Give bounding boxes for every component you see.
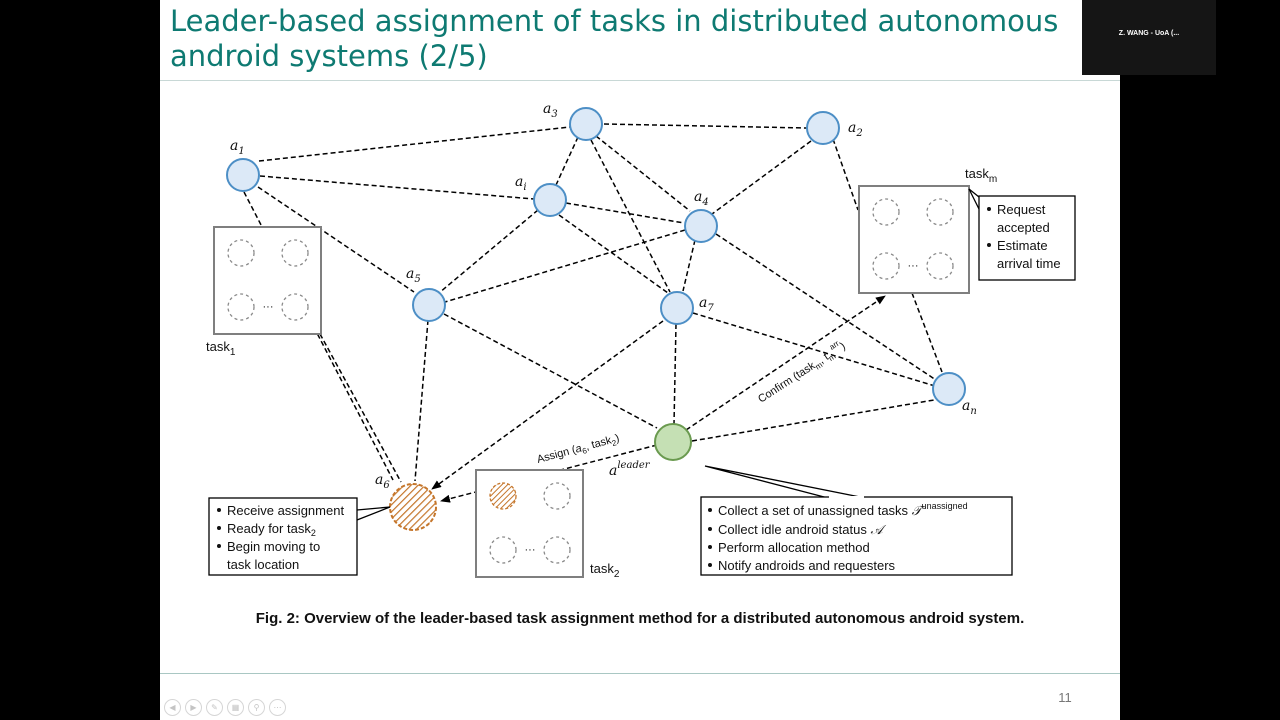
edge-leader-an: [691, 399, 935, 442]
label-a7: a7: [699, 295, 714, 314]
edge-a5-a6: [414, 319, 429, 482]
edge-a1-a6: [243, 191, 394, 481]
label-an: an: [962, 398, 977, 417]
callout-taskm: Request accepted Estimate arrival time: [968, 188, 1076, 281]
node-a6: [389, 483, 437, 531]
label-a5: a5: [406, 266, 421, 285]
edge-taskm-an: [911, 292, 943, 373]
svg-text:task location: task location: [227, 557, 299, 572]
arrow-leader-taskm: [685, 295, 886, 431]
slot-ellipsis: ···: [263, 301, 274, 313]
title-divider: [160, 80, 1120, 81]
slide: Leader-based assignment of tasks in dist…: [160, 0, 1120, 720]
edge-a3-a4: [595, 135, 691, 212]
node-a5: [412, 288, 446, 322]
more-icon[interactable]: ⋯: [269, 699, 286, 716]
label-leader: aleader: [609, 460, 651, 479]
svg-text:Notify androids and requesters: Notify androids and requesters: [718, 558, 896, 573]
label-a3: a3: [543, 101, 558, 120]
edge-a1-a3: [258, 126, 571, 162]
svg-text:Receive assignment: Receive assignment: [227, 503, 344, 518]
prev-icon[interactable]: ◀: [164, 699, 181, 716]
zoom-icon[interactable]: ⚲: [248, 699, 265, 716]
label-ai: ai: [515, 174, 527, 193]
edge-ai-a7: [558, 214, 669, 294]
edge-a4-an: [715, 233, 937, 381]
svg-text:Begin moving to: Begin moving to: [227, 539, 320, 554]
slides-icon[interactable]: ▦: [227, 699, 244, 716]
edge-a2-taskm: [832, 138, 859, 211]
callout-a6: Receive assignment Ready for task2 Begin…: [208, 497, 391, 576]
edge-ai-a5: [438, 209, 539, 294]
node-a1: [226, 158, 260, 192]
node-an: [932, 372, 966, 406]
svg-text:arrival time: arrival time: [997, 256, 1061, 271]
svg-text:Collect idle android status 𝒜: Collect idle android status 𝒜: [718, 522, 886, 538]
confirm-label: Confirm (taskm, tmarr): [754, 337, 849, 407]
slot-ellipsis: ···: [908, 260, 919, 272]
slideshow-toolbar: ◀ ▶ ✎ ▦ ⚲ ⋯: [164, 699, 286, 716]
slide-number: 11: [1058, 690, 1072, 705]
node-ai: [533, 183, 567, 217]
task-box-task2: ···: [475, 469, 584, 578]
presenter-video-tile[interactable]: Z. WANG - UoA (...: [1082, 0, 1216, 75]
node-a7: [660, 291, 694, 325]
task-box-taskm: ···: [858, 185, 970, 294]
label-taskm: taskm: [965, 166, 997, 185]
edge-a1-ai: [259, 175, 535, 200]
edge-ai-a4: [565, 202, 685, 224]
label-task2: task2: [590, 561, 620, 580]
assigned-slot: [489, 482, 517, 510]
figure-caption: Fig. 2: Overview of the leader-based tas…: [255, 610, 1025, 627]
next-icon[interactable]: ▶: [185, 699, 202, 716]
edge-a4-a7: [682, 239, 696, 292]
label-a4: a4: [694, 189, 709, 208]
svg-text:Perform allocation method: Perform allocation method: [718, 540, 870, 555]
callout-leader: Collect a set of unassigned tasks 𝒯unass…: [700, 465, 1013, 576]
svg-text:Ready for task2: Ready for task2: [227, 521, 316, 538]
slide-title: Leader-based assignment of tasks in dist…: [170, 4, 1059, 73]
network-edges: [243, 123, 943, 503]
node-a4: [684, 209, 718, 243]
edge-task1-a6: [319, 333, 402, 483]
edge-a3-a2: [603, 123, 808, 129]
svg-text:accepted: accepted: [997, 220, 1050, 235]
edge-a4-a5: [444, 229, 686, 303]
node-a2: [806, 111, 840, 145]
label-a2: a2: [848, 120, 863, 139]
label-task1: task1: [206, 339, 236, 358]
edge-a3-ai: [555, 136, 579, 186]
label-a6: a6: [375, 472, 390, 491]
edge-a7-leader: [673, 323, 677, 425]
edge-a3-a7: [590, 139, 671, 293]
svg-text:Request: Request: [997, 202, 1046, 217]
task-box-task1: ···: [213, 226, 322, 335]
android-nodes: [226, 107, 966, 531]
edge-a1-a5: [257, 186, 415, 293]
network-diagram: ··· ··· ··· a1: [206, 101, 1076, 580]
slot-ellipsis: ···: [525, 544, 536, 556]
node-a3: [569, 107, 603, 141]
pen-icon[interactable]: ✎: [206, 699, 223, 716]
edge-a2-a4: [711, 140, 812, 215]
presenter-name: Z. WANG - UoA (...: [1118, 30, 1180, 37]
footer-divider: [160, 673, 1120, 674]
edge-a5-leader: [443, 313, 658, 429]
edge-a7-an: [692, 312, 936, 387]
node-leader: [654, 423, 692, 461]
label-a1: a1: [230, 138, 245, 157]
svg-text:Estimate: Estimate: [997, 238, 1048, 253]
